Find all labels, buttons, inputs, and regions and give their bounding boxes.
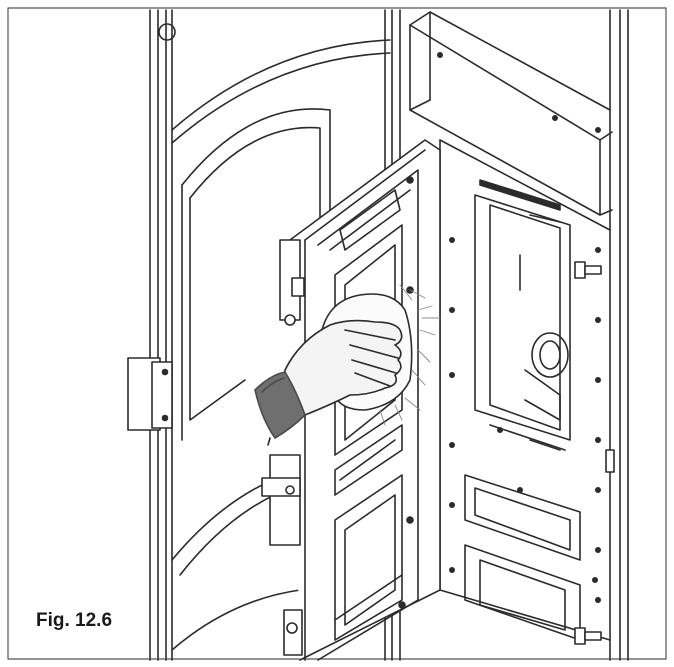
figure-border (7, 7, 667, 660)
plate-holes (449, 237, 601, 603)
stove-right-body (399, 9, 629, 661)
cleaning-marks (379, 284, 441, 426)
left-hinge (127, 357, 173, 431)
right-bolts (574, 261, 615, 645)
glove (254, 371, 306, 439)
door-hinges (261, 239, 305, 656)
firebox-plate (439, 139, 611, 641)
figure-caption: Fig. 12.6 (30, 608, 119, 634)
stove-left-panel (149, 9, 393, 661)
hand (284, 319, 403, 416)
cleaning-hand (254, 293, 413, 446)
